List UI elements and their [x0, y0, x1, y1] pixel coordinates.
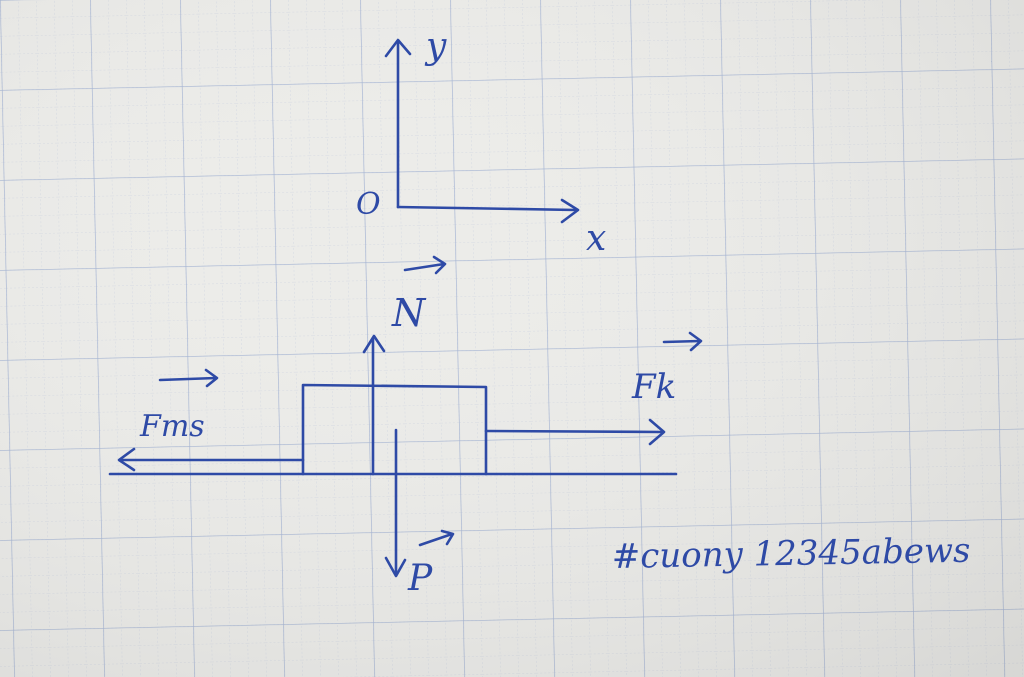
pull-force-arrowhead — [648, 418, 666, 446]
normal-force-arrowhead — [362, 334, 386, 354]
friction-force-arrowhead — [117, 447, 136, 472]
pull-vector-hat — [662, 331, 703, 352]
friction-vector-hat — [158, 368, 219, 388]
y-axis-label: y — [424, 26, 447, 67]
weight-vector-hat — [418, 529, 455, 547]
x-axis-arrowhead — [560, 198, 580, 224]
x-axis-label: x — [586, 218, 606, 259]
x-axis — [396, 205, 578, 212]
friction-force-label: Fms — [139, 409, 205, 444]
pull-force-label: Fk — [631, 367, 676, 407]
caption-text: #cuony 12345abews — [611, 531, 970, 577]
y-axis-arrowhead — [384, 38, 412, 58]
normal-vector-hat — [403, 255, 447, 275]
pull-force-arrow — [484, 429, 664, 434]
normal-force-label: N — [391, 291, 427, 335]
origin-label: O — [356, 187, 381, 222]
weight-arrowhead — [384, 556, 407, 578]
weight-label: P — [407, 558, 433, 599]
